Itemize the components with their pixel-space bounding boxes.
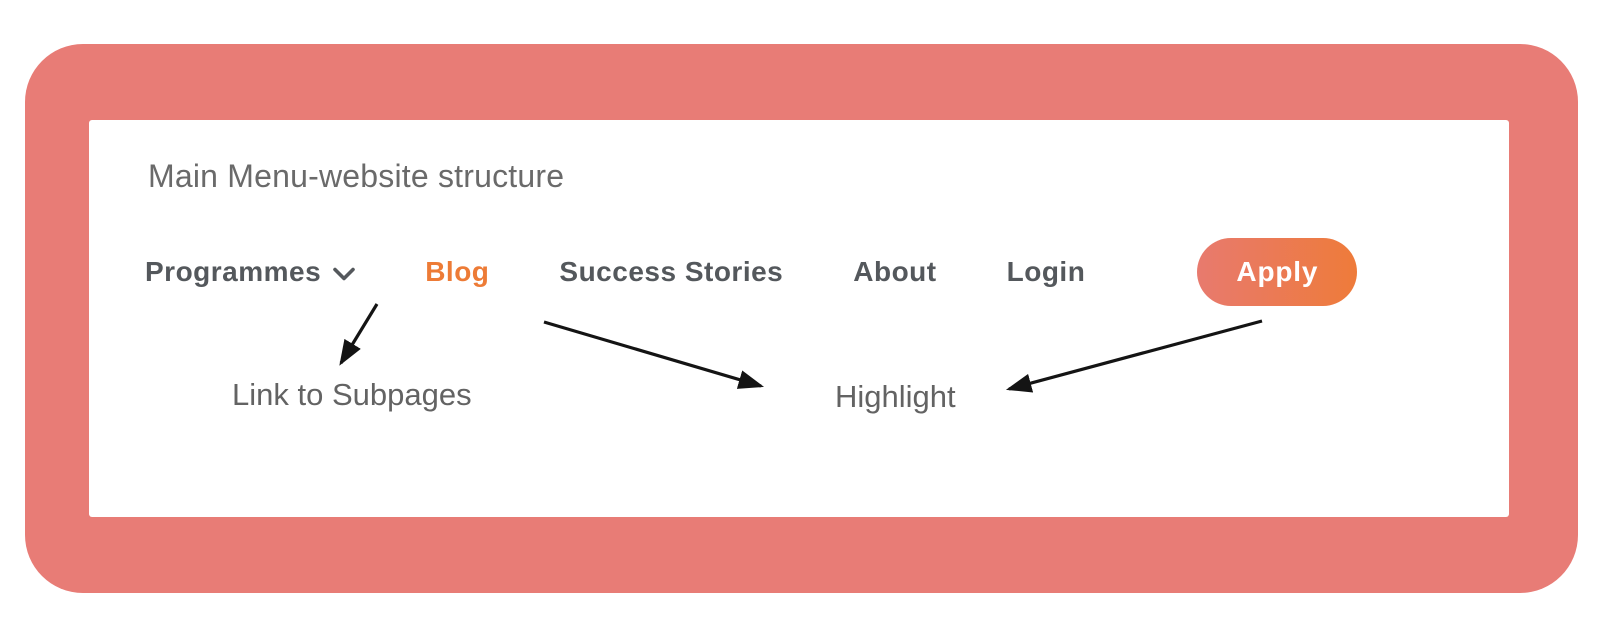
subpages-annotation-label: Link to Subpages <box>232 377 472 412</box>
main-menu: Programmes Blog Success Stories About Lo… <box>145 237 1358 307</box>
page-title: Main Menu-website structure <box>148 158 565 194</box>
apply-button[interactable]: Apply <box>1197 238 1358 306</box>
nav-item-label: Blog <box>425 256 490 287</box>
nav-item-about[interactable]: About <box>853 256 936 288</box>
nav-item-label: Login <box>1006 256 1086 287</box>
nav-item-programmes[interactable]: Programmes <box>145 256 355 288</box>
highlight-annotation-label: Highlight <box>835 379 956 414</box>
white-canvas <box>89 120 1509 517</box>
nav-item-label: Programmes <box>145 256 322 287</box>
nav-item-label: Success Stories <box>559 256 784 287</box>
nav-item-login[interactable]: Login <box>1007 256 1086 288</box>
chevron-down-icon <box>333 267 355 281</box>
nav-item-success-stories[interactable]: Success Stories <box>559 256 783 288</box>
nav-item-label: About <box>853 256 937 287</box>
nav-item-blog[interactable]: Blog <box>425 256 489 288</box>
